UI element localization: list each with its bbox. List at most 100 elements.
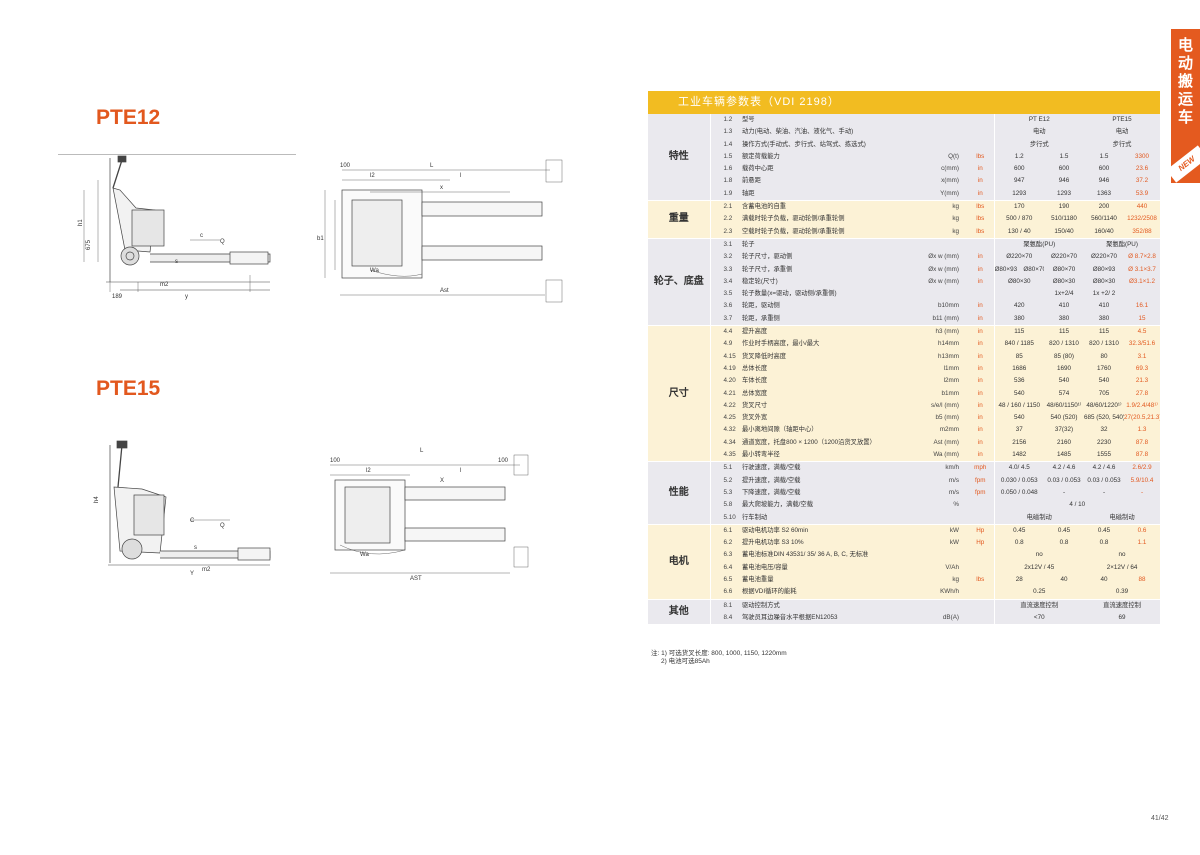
row-imperial-unit: lbs (967, 225, 994, 239)
value-pte15-a: 946 (1044, 175, 1085, 188)
value-pte15-a: Ø220×70 (1044, 251, 1085, 264)
row-imperial-unit: in (967, 175, 994, 188)
value-pte12: Ø80×30 (993, 275, 1044, 289)
value-pte15-a: 574 (1044, 387, 1085, 400)
value-imperial: 352/88 (1124, 225, 1161, 239)
row-number: 5.2 (710, 474, 742, 487)
row-unit (908, 598, 967, 612)
value-pte12: 1686 (993, 362, 1044, 376)
note-2: 2) 电池可选85Ah (661, 658, 710, 665)
row-description: 驱动控制方式 (742, 598, 908, 612)
row-number: 8.1 (710, 598, 742, 612)
value-pte12: 0.45 (993, 523, 1044, 538)
row-description: 货叉尺寸 (742, 399, 908, 413)
value-pte12: <70 (993, 611, 1085, 625)
row-unit (908, 237, 967, 252)
row-unit: kg (908, 573, 967, 587)
dim-label-x: x (440, 185, 443, 191)
row-number: 4.4 (710, 325, 742, 339)
row-unit: km/h (908, 461, 967, 475)
row-imperial-unit (967, 511, 994, 525)
dim-label-b1: b1 (317, 236, 324, 242)
row-unit (908, 288, 967, 301)
value-pte15-b: 80 (1084, 350, 1125, 363)
row-number: 6.3 (710, 549, 742, 562)
value-pte15: 2×12V / 64 (1084, 561, 1161, 574)
row-number: 2.2 (710, 213, 742, 226)
row-unit: Q(t) (908, 150, 967, 164)
value-pte15: 电动 (1084, 126, 1161, 139)
value-pte15-b: 560/1140 (1084, 213, 1125, 226)
category-label: 电动搬运车 (1171, 37, 1200, 127)
value-imperial: Ø 8.7×2.8 (1124, 251, 1161, 264)
row-unit: % (908, 499, 967, 512)
row-description: 下降速度，满载/空载 (742, 486, 908, 500)
value-pte15-b: 40 (1084, 573, 1125, 587)
value-pte15: 电磁制动 (1084, 511, 1161, 525)
value-pte15-a: 190 (1044, 200, 1085, 214)
row-description: 满载时轮子负载，驱动轮侧/承重轮侧 (742, 213, 908, 226)
row-imperial-unit: in (967, 300, 994, 313)
value-pte12: 0.8 (993, 537, 1044, 550)
value-imperial: 2.6/2.9 (1124, 461, 1161, 475)
row-unit: Øx w (mm) (908, 251, 967, 264)
value-pte15-a: 85 (80) (1044, 350, 1085, 363)
row-description: 含蓄电池的自重 (742, 200, 908, 214)
dim-label-Q: Q (220, 239, 225, 245)
value-imperial: 0.6 (1124, 523, 1161, 538)
row-number: 1.3 (710, 126, 742, 139)
row-unit: b10mm (908, 300, 967, 313)
dim-label-y: y (185, 294, 188, 300)
row-imperial-unit (967, 611, 994, 625)
dim-label-Ast: Ast (440, 288, 449, 294)
row-imperial-unit: in (967, 163, 994, 176)
row-unit: KWh/h (908, 586, 967, 600)
dim2-label-m2: m2 (202, 567, 211, 573)
value-imperial: 23.6 (1124, 163, 1161, 176)
value-imperial (1124, 288, 1161, 301)
dim2-label-Q: Q (220, 523, 225, 529)
value-imperial: 16.1 (1124, 300, 1161, 313)
value-imperial: 440 (1124, 200, 1161, 214)
value-pte15-a: 1293 (1044, 187, 1085, 201)
value-pte15-a: Ø80×70 (1044, 263, 1085, 276)
dim2-label-l: l (460, 468, 461, 474)
value-pte15-b: 115 (1084, 325, 1125, 339)
group-label: 轮子、底盘 (648, 237, 711, 326)
row-description: 根据VDI循环的能耗 (742, 586, 908, 600)
dim2-label-X: X (440, 478, 444, 484)
row-description: 型号 (742, 114, 908, 127)
row-description: 提升电机功率 S3 10% (742, 537, 908, 550)
row-description: 稳定轮(尺寸) (742, 275, 908, 289)
row-unit: c(mm) (908, 163, 967, 176)
value-pte12: 0.25 (993, 586, 1085, 600)
value-pte15-a: 150/40 (1044, 225, 1085, 239)
row-imperial-unit (967, 288, 994, 301)
row-number: 3.3 (710, 263, 742, 276)
row-imperial-unit (967, 561, 994, 574)
row-imperial-unit (967, 126, 994, 139)
row-number: 3.4 (710, 275, 742, 289)
row-unit: Wa (mm) (908, 449, 967, 462)
row-description: 行车制动 (742, 511, 908, 525)
row-imperial-unit (967, 499, 994, 512)
value-pte12: no (993, 549, 1085, 562)
row-description: 空载时轮子负载，驱动轮侧/承重轮侧 (742, 225, 908, 239)
row-description: 行驶速度，满载/空载 (742, 461, 908, 475)
value-pte12: 115 (993, 325, 1044, 339)
row-unit (908, 549, 967, 562)
row-number: 3.2 (710, 251, 742, 264)
